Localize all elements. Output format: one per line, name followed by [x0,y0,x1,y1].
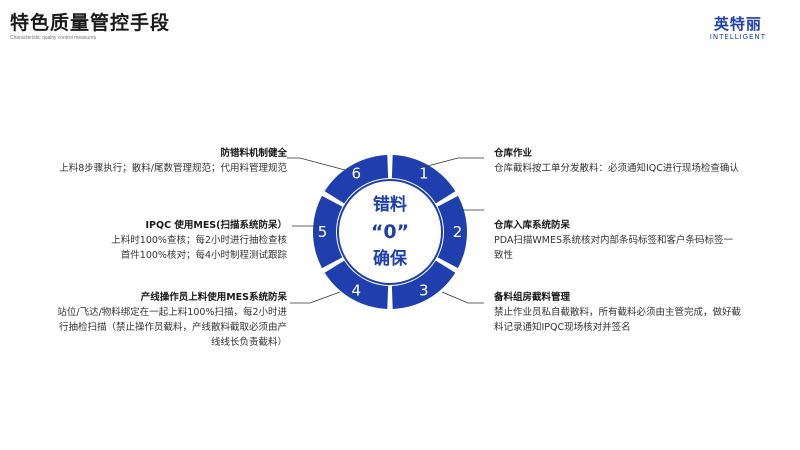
measure-item-title: 仓库入库系统防呆 [494,220,571,231]
measure-item-title: 防错料机制健全 [220,148,287,159]
connector-line [287,157,346,171]
wheel-segment-5 [312,195,343,269]
measure-item-text: 站位/飞达/物料绑定在一起上料100%扫描，每2小时进 [57,307,287,318]
measure-item-text: 上料8步骤执行；散料/尾数管理规范；代用料管理规范 [59,163,287,174]
measure-item-text: 料记录通知IPQC现场核对并签名 [494,322,631,333]
measure-item-text: 首件100%核对；每4小时制程测试跟踪 [120,250,287,261]
company-logo: 英特丽 INTELLIGENT [710,16,766,42]
measure-item-6: 防错料机制健全上料8步骤执行；散料/尾数管理规范；代用料管理规范 [59,146,287,176]
page-subtitle: Characteristic quality control measures [10,35,97,41]
center-text-line1: 错料 [373,194,407,215]
measure-item-text: 禁止作业员私自截散料，所有截料必须由主管完成，做好截 [494,307,742,318]
logo-text-cn: 英特丽 [713,15,762,33]
measure-item-text: 上料时100%查核；每2小时进行抽检查核 [111,235,287,246]
page-title: 特色质量管控手段 [10,12,171,34]
measure-item-1: 仓库作业仓库截料按工单分发散料：必须通知IQC进行现场检查确认 [494,146,739,176]
measure-item-title: IPQC 使用MES(扫描系统防呆） [145,220,287,231]
measure-item-title: 产线操作员上料使用MES系统防呆 [140,292,287,303]
measure-item-3: 备料组房截料管理禁止作业员私自截散料，所有截料必须由主管完成，做好截料记录通知I… [494,290,741,335]
wheel-segment-number: 6 [351,165,361,183]
logo-text-en: INTELLIGENT [709,33,766,41]
center-text-line2: “0” [371,221,409,243]
measure-item-4: 产线操作员上料使用MES系统防呆站位/飞达/物料绑定在一起上料100%扫描，每2… [57,290,287,350]
center-circle [337,179,443,285]
connector-line [441,291,484,304]
measure-item-text: 线线长负责截料） [210,337,287,348]
wheel-segment-number: 2 [453,223,463,241]
measure-item-2: 仓库入库系统防呆 PDA扫描WMES系统核对内部条码标签和客户条码标签一致性 [494,218,733,263]
wheel-segment-number: 4 [351,281,361,299]
measure-item-text: 行抽检扫描（禁止操作员截料，产线散料截取必须由产 [58,322,287,333]
wheel-segment-3 [391,260,456,309]
wheel-segment-4 [324,260,389,309]
measure-item-5: IPQC 使用MES(扫描系统防呆） 上料时100%查核；每2小时进行抽检查核首件… [111,218,287,263]
wheel-segment-number: 3 [419,281,429,299]
measure-item-title: 仓库作业 [494,148,533,159]
wheel-segment-6 [324,155,389,204]
measure-item-title: 备料组房截料管理 [494,292,571,303]
wheel-segment-1 [391,155,456,204]
connector-line [290,291,341,304]
measure-item-text: PDA扫描WMES系统核对内部条码标签和客户条码标签一 [494,235,733,246]
connector-line [419,157,484,169]
measure-item-text: 仓库截料按工单分发散料：必须通知IQC进行现场检查确认 [494,163,739,174]
center-text-line3: 确保 [373,248,408,269]
measure-item-text: 致性 [494,250,514,261]
wheel-segment-number: 1 [419,165,429,183]
wheel-segment-2 [437,195,468,269]
wheel-segment-number: 5 [318,223,328,241]
